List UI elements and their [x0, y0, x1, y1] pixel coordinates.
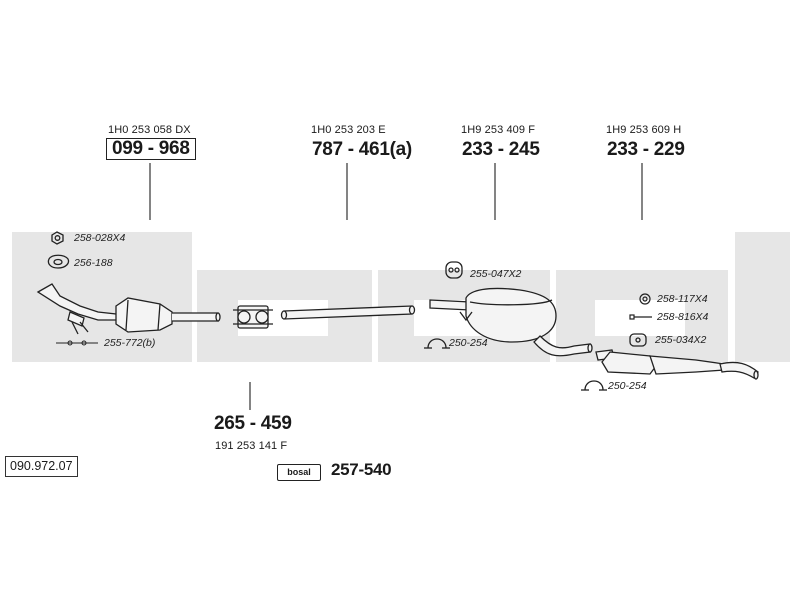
washer-icon [639, 293, 651, 305]
bosal-logo: bosal [277, 464, 321, 481]
nut-icon [51, 231, 64, 245]
oem-number-clamp: 191 253 141 F [215, 440, 288, 452]
assembly-kit-number[interactable]: 257-540 [331, 460, 392, 479]
label-258-028[interactable]: 258-028X4 [74, 232, 126, 244]
center-silencer [429, 287, 593, 357]
intermediate-pipe [280, 305, 416, 320]
front-pipe-catalyst [36, 283, 221, 335]
label-255-034[interactable]: 255-034X2 [655, 334, 707, 346]
hanger-icon [629, 333, 647, 347]
rubber-mount-icon [445, 261, 463, 279]
gasket-icon [47, 254, 70, 269]
oem-number-1: 1H0 253 058 DX [108, 124, 191, 136]
oem-number-3: 1H9 253 409 F [461, 124, 536, 136]
clamp-250-icon [424, 338, 450, 349]
oem-number-2: 1H0 253 203 E [311, 124, 386, 136]
bracket-icon [56, 340, 98, 346]
oem-number-4: 1H9 253 609 H [606, 124, 682, 136]
bolt-icon [629, 314, 652, 320]
part-number-4[interactable]: 233 - 229 [607, 139, 685, 160]
clamp-icon [233, 305, 273, 329]
label-250-254[interactable]: 250-254 [449, 337, 488, 349]
leader-lines [149, 163, 643, 410]
label-258-816[interactable]: 258-816X4 [657, 311, 709, 323]
part-number-3[interactable]: 233 - 245 [462, 139, 540, 160]
label-256-188[interactable]: 256-188 [74, 257, 113, 269]
label-255-772[interactable]: 255-772(b) [104, 337, 156, 349]
part-number-1[interactable]: 099 - 968 [106, 138, 196, 160]
label-255-047[interactable]: 255-047X2 [470, 268, 522, 280]
label-250-254-rear[interactable]: 250-254 [608, 380, 647, 392]
part-number-2[interactable]: 787 - 461(a) [312, 139, 412, 160]
part-number-clamp[interactable]: 265 - 459 [214, 413, 292, 434]
label-258-117[interactable]: 258-117X4 [657, 293, 708, 305]
catalog-number: 090.972.07 [5, 456, 78, 477]
rear-clamp-icon [581, 380, 607, 391]
rear-silencer [595, 349, 759, 380]
